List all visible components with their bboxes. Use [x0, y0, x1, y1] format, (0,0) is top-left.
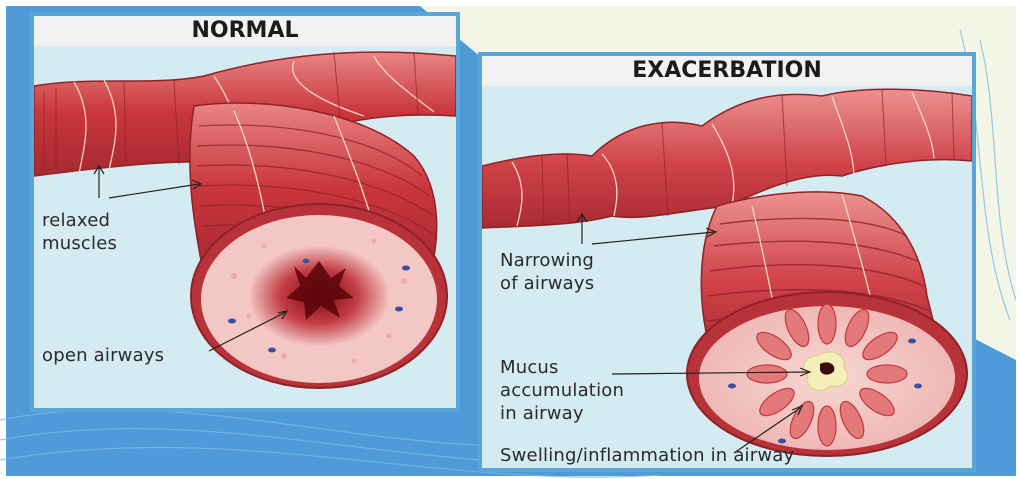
inflamed-cross-section: [687, 292, 967, 456]
normal-panel: NORMAL: [30, 12, 460, 412]
label-narrowing-airways: Narrowing of airways: [500, 249, 594, 295]
airway-cross-section: [191, 204, 447, 388]
exacerbation-panel: EXACERBATION: [478, 52, 976, 472]
label-relaxed-line1: relaxed: [42, 209, 117, 232]
label-mucus-line1: Mucus: [500, 356, 624, 379]
label-swelling-inflammation: Swelling/inflammation in airway: [500, 444, 794, 467]
label-open-airways: open airways: [42, 344, 164, 367]
label-mucus-accumulation: Mucus accumulation in airway: [500, 356, 624, 425]
label-narrowing-line2: of airways: [500, 272, 594, 295]
label-relaxed-line2: muscles: [42, 232, 117, 255]
label-narrowing-line1: Narrowing: [500, 249, 594, 272]
label-mucus-line3: in airway: [500, 402, 624, 425]
label-mucus-line2: accumulation: [500, 379, 624, 402]
label-relaxed-muscles: relaxed muscles: [42, 209, 117, 255]
